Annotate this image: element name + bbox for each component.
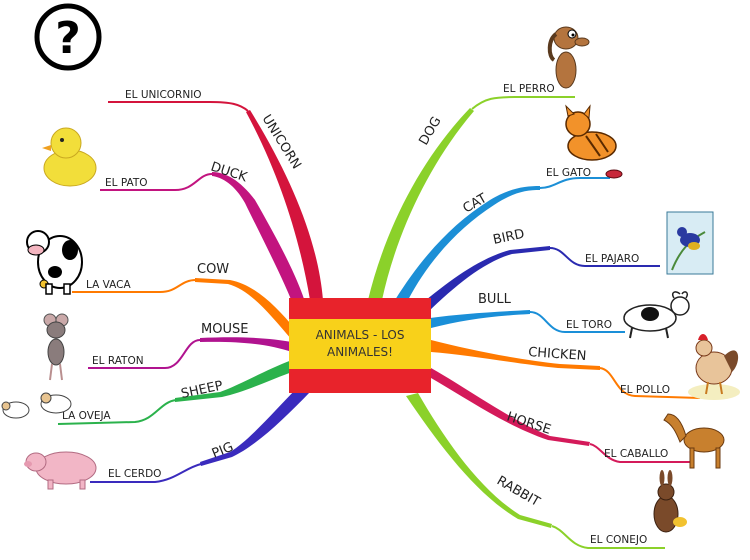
label-dog: DOG: [416, 114, 444, 148]
cartoon-bull-icon: [623, 291, 690, 339]
branch-sheep: [57, 360, 292, 425]
branch-sheep-twig: [57, 399, 177, 425]
branch-dog-twig: [471, 96, 575, 110]
branch-dog-trunk: [368, 108, 474, 300]
label-mouse: MOUSE: [201, 322, 248, 337]
branch-chicken: [431, 340, 701, 399]
branch-mouse-trunk: [200, 337, 292, 352]
chocolate-rabbit-icon: [653, 470, 687, 533]
central-topic-middle-stripe: ANIMALS - LOS ANIMALES!: [289, 319, 431, 369]
cartoon-dog-icon: [547, 26, 590, 89]
branch-pig: [90, 385, 310, 483]
branch-horse: [431, 368, 690, 463]
spanish-rabbit: EL CONEJO: [590, 534, 647, 546]
label-cow: COW: [197, 262, 229, 277]
branch-rabbit-trunk: [406, 393, 552, 528]
label-bird: BIRD: [492, 227, 526, 248]
branch-duck: [100, 172, 308, 312]
spanish-duck: EL PATO: [105, 177, 148, 189]
cartoon-pig-icon: [24, 451, 97, 490]
spanish-mouse: EL RATON: [92, 355, 144, 367]
branch-bird-twig: [549, 247, 660, 267]
help-icon[interactable]: ?: [34, 3, 102, 71]
branch-cow-twig: [72, 279, 197, 293]
spanish-cow: LA VACA: [86, 279, 131, 291]
label-horse: HORSE: [505, 410, 553, 438]
central-topic-label: ANIMALS - LOS ANIMALES!: [315, 328, 405, 359]
cartoon-cow-icon: [26, 230, 83, 295]
branch-bull: [430, 310, 625, 333]
spanish-sheep: LA OVEJA: [62, 410, 111, 422]
branch-mouse: [88, 337, 292, 369]
spanish-bull: EL TORO: [566, 319, 612, 331]
branch-cat-twig: [539, 177, 610, 189]
branch-cow: [72, 278, 296, 340]
spanish-chicken: EL POLLO: [620, 384, 670, 396]
branch-chicken-trunk: [431, 340, 600, 370]
rubber-duck-icon: [42, 127, 97, 187]
central-topic-top-stripe: [289, 298, 431, 319]
branch-mouse-twig: [88, 339, 201, 369]
branch-bull-trunk: [430, 310, 530, 328]
central-topic[interactable]: ANIMALS - LOS ANIMALES!: [289, 298, 431, 393]
spanish-horse: EL CABALLO: [604, 448, 668, 460]
label-chicken: CHICKEN: [528, 345, 587, 364]
branch-horse-twig: [589, 443, 690, 463]
branch-bird-trunk: [420, 246, 550, 312]
branch-duck-twig: [100, 173, 213, 191]
branch-unicorn: [108, 101, 323, 300]
branch-bull-twig: [529, 311, 625, 333]
central-topic-bottom-stripe: [289, 369, 431, 393]
branch-rabbit-twig: [551, 525, 665, 549]
branch-pig-twig: [90, 463, 202, 483]
help-icon-symbol: ?: [55, 13, 81, 64]
cartoon-rooster-icon: [688, 334, 740, 400]
branch-rabbit: [406, 393, 665, 549]
spanish-pig: EL CERDO: [108, 468, 161, 480]
cartoon-sheep-icon: [1, 392, 72, 419]
label-pig: PIG: [210, 440, 236, 462]
branch-sheep-trunk: [175, 360, 292, 402]
branch-horse-trunk: [431, 368, 590, 446]
spanish-unicorn: EL UNICORNIO: [125, 89, 202, 101]
branch-bird: [420, 246, 660, 312]
branch-pig-trunk: [200, 385, 310, 466]
branch-unicorn-twig: [108, 101, 249, 112]
spanish-bird: EL PAJARO: [585, 253, 639, 265]
cartoon-horse-icon: [663, 413, 725, 469]
branch-unicorn-trunk: [246, 110, 323, 300]
label-bull: BULL: [478, 292, 512, 307]
branch-dog: [368, 96, 575, 300]
spanish-cat: EL GATO: [546, 167, 591, 179]
bird-picture-icon: [666, 211, 714, 275]
branch-duck-trunk: [212, 172, 308, 312]
branch-cow-trunk: [195, 278, 296, 340]
cartoon-mouse-icon: [43, 313, 69, 381]
spanish-dog: EL PERRO: [503, 83, 555, 95]
branch-cat-trunk: [395, 186, 540, 300]
branch-cat: [395, 177, 610, 300]
cartoon-cat-icon: [565, 104, 623, 179]
branch-chicken-twig: [599, 367, 701, 399]
